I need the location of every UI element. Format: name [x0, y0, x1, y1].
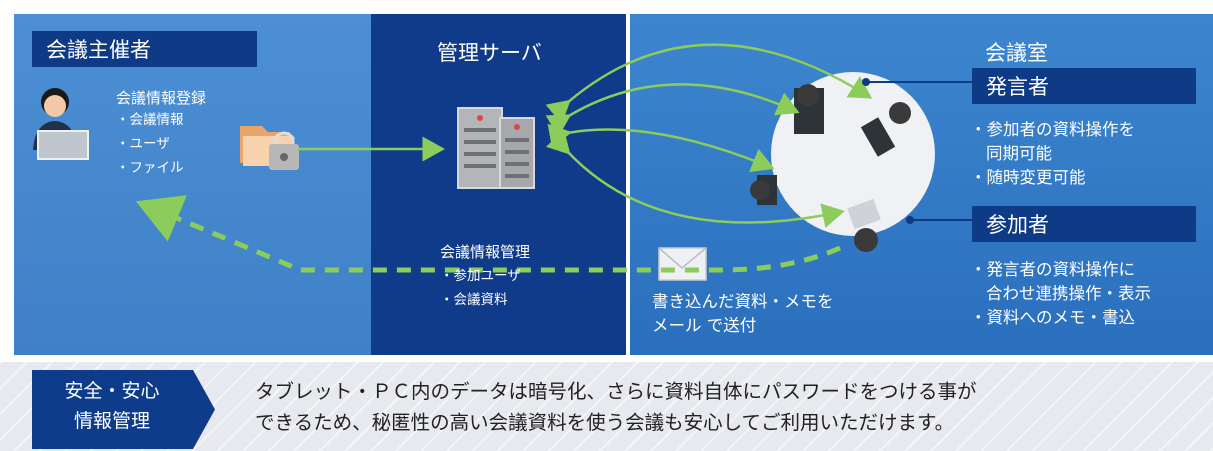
security-chevron [32, 370, 215, 449]
server-icon [457, 107, 535, 189]
server-title: 管理サーバ [437, 41, 542, 65]
mail-return-arrow [135, 195, 842, 273]
participant-label: 参加者 [972, 206, 1196, 242]
server-item: ・会議資料 [440, 292, 508, 308]
mail-note-line: 書き込んだ資料・メモを [652, 292, 834, 311]
organizer-heading: 会議情報登録 [116, 89, 207, 107]
room-title: 会議室 [985, 41, 1048, 65]
security-text-line: できるため、秘匿性の高い会議資料を使う会議も安心してご利用いただけます。 [255, 411, 955, 434]
meeting-table-icon [750, 72, 935, 252]
participant-item: ・資料へのメモ・書込 [970, 308, 1135, 327]
speaker-items: ・参加者の資料操作を 同期可能 ・随時変更可能 [970, 118, 1135, 190]
mail-note-line: メール で送付 [652, 316, 757, 335]
participant-items: ・発言者の資料操作に 合わせ連携操作・表示 ・資料へのメモ・書込 [970, 258, 1151, 330]
server-items: ・参加ユーザ ・会議資料 [440, 264, 521, 312]
organizer-panel [14, 14, 371, 355]
sync-arrows [545, 43, 873, 228]
server-item: ・参加ユーザ [440, 268, 521, 284]
organizer-items: ・会議情報 ・ユーザ ・ファイル [116, 108, 184, 180]
participant-item: ・発言者の資料操作に [970, 260, 1135, 279]
locked-folder-icon [240, 126, 299, 170]
speaker-item: ・参加者の資料操作を [970, 120, 1135, 139]
security-description: タブレット・ＰＣ内のデータは暗号化、さらに資料自体にパスワードをつける事が でき… [255, 376, 1205, 438]
security-label-line: 安全・安心 [64, 380, 160, 402]
security-label: 安全・安心 情報管理 [32, 376, 192, 436]
organizer-person-icon [33, 88, 89, 160]
participant-item: 合わせ連携操作・表示 [986, 284, 1151, 303]
organizer-item: ・ユーザ [116, 136, 170, 152]
mail-note: 書き込んだ資料・メモを メール で送付 [652, 290, 834, 338]
mail-icon [658, 247, 707, 281]
server-heading: 会議情報管理 [440, 243, 531, 261]
organizer-item: ・会議情報 [116, 112, 184, 128]
organizer-item: ・ファイル [116, 160, 184, 176]
speaker-item: ・随時変更可能 [970, 168, 1086, 187]
security-label-line: 情報管理 [73, 410, 150, 432]
security-text-line: タブレット・ＰＣ内のデータは暗号化、さらに資料自体にパスワードをつける事が [255, 380, 977, 403]
organizer-label: 会議主催者 [32, 31, 257, 67]
speaker-item: 同期可能 [986, 144, 1052, 163]
speaker-label: 発言者 [972, 68, 1196, 104]
